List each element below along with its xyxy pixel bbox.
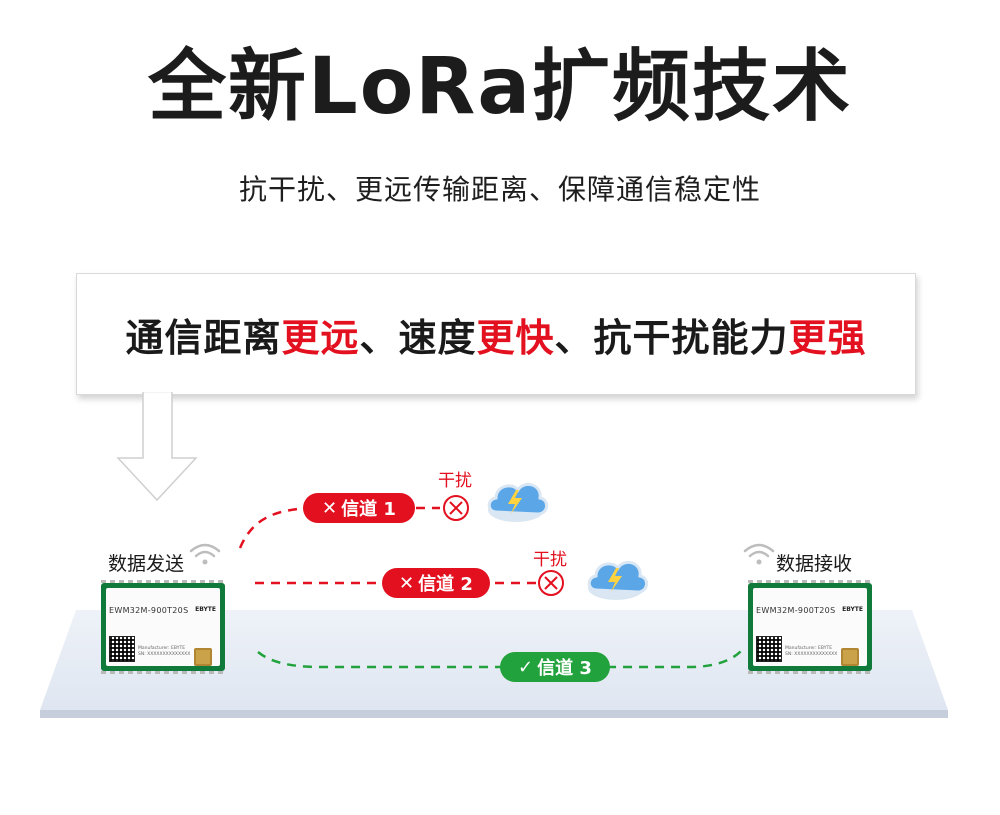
channel-label: 信道 2 bbox=[418, 574, 473, 595]
wifi-signal-icon bbox=[743, 543, 775, 565]
module-model: EWM32M-900T20S bbox=[756, 606, 836, 615]
callout-text: 通信距离更远、速度更快、抗干扰能力更强 bbox=[77, 274, 915, 394]
antenna-pad-icon bbox=[194, 648, 212, 666]
manufacturer-text: Manufacturer: EBYTE bbox=[785, 646, 833, 651]
check-mark-icon: ✓ bbox=[518, 656, 534, 678]
callout-segment: 、速度 bbox=[359, 315, 477, 360]
module-pins bbox=[748, 671, 872, 674]
module-model: EWM32M-900T20S bbox=[109, 606, 189, 615]
blocked-mark-icon: ✕ bbox=[322, 497, 338, 519]
interference-label: 干扰 bbox=[533, 550, 567, 570]
module-manufacturer: Manufacturer: EBYTE SN: XXXXXXXXXXXXXX bbox=[785, 646, 837, 658]
serial-text: SN: XXXXXXXXXXXXXX bbox=[138, 652, 191, 657]
callout-highlight: 更强 bbox=[788, 315, 867, 360]
platform-surface bbox=[40, 610, 948, 718]
channel-label: 信道 1 bbox=[341, 499, 396, 520]
module-label-plate: EWM32M-900T20S EBYTE Manufacturer: EBYTE… bbox=[753, 588, 867, 666]
channel-label: 信道 3 bbox=[537, 658, 592, 679]
page-title: 全新LoRa扩频技术 bbox=[148, 42, 852, 132]
qr-code-icon bbox=[756, 636, 782, 662]
thunder-cloud-icon bbox=[487, 482, 548, 522]
callout-segment: 、抗干扰能力 bbox=[554, 315, 789, 360]
x-circle-icon bbox=[443, 495, 469, 521]
receiver-module: EWM32M-900T20S EBYTE Manufacturer: EBYTE… bbox=[748, 580, 872, 674]
callout-segment: 通信距离 bbox=[125, 315, 282, 360]
module-pins bbox=[101, 671, 225, 674]
sender-module: EWM32M-900T20S EBYTE Manufacturer: EBYTE… bbox=[101, 580, 225, 674]
module-manufacturer: Manufacturer: EBYTE SN: XXXXXXXXXXXXXX bbox=[138, 646, 190, 658]
serial-text: SN: XXXXXXXXXXXXXX bbox=[785, 652, 838, 657]
qr-code-icon bbox=[109, 636, 135, 662]
callout-highlight: 更快 bbox=[476, 315, 555, 360]
channel-2-badge: ✕ 信道 2 bbox=[382, 568, 490, 598]
blocked-mark-icon: ✕ bbox=[399, 572, 415, 594]
callout-box: 通信距离更远、速度更快、抗干扰能力更强 bbox=[76, 273, 916, 395]
interference-label: 干扰 bbox=[438, 471, 472, 491]
manufacturer-text: Manufacturer: EBYTE bbox=[138, 646, 186, 651]
x-circle-icon bbox=[538, 570, 564, 596]
channel-3-badge: ✓ 信道 3 bbox=[500, 652, 610, 682]
antenna-pad-icon bbox=[841, 648, 859, 666]
callout-highlight: 更远 bbox=[281, 315, 360, 360]
page-subtitle: 抗干扰、更远传输距离、保障通信稳定性 bbox=[238, 173, 761, 206]
thunder-cloud-icon bbox=[587, 560, 648, 600]
module-brand: EBYTE bbox=[842, 606, 863, 613]
wifi-signal-icon bbox=[189, 543, 221, 565]
module-label-plate: EWM32M-900T20S EBYTE Manufacturer: EBYTE… bbox=[106, 588, 220, 666]
module-pins bbox=[748, 580, 872, 583]
module-pins bbox=[101, 580, 225, 583]
sender-label: 数据发送 bbox=[108, 553, 185, 575]
module-brand: EBYTE bbox=[195, 606, 216, 613]
channel-1-badge: ✕ 信道 1 bbox=[303, 493, 415, 523]
receiver-label: 数据接收 bbox=[776, 553, 853, 575]
channel-3-path bbox=[257, 649, 743, 669]
